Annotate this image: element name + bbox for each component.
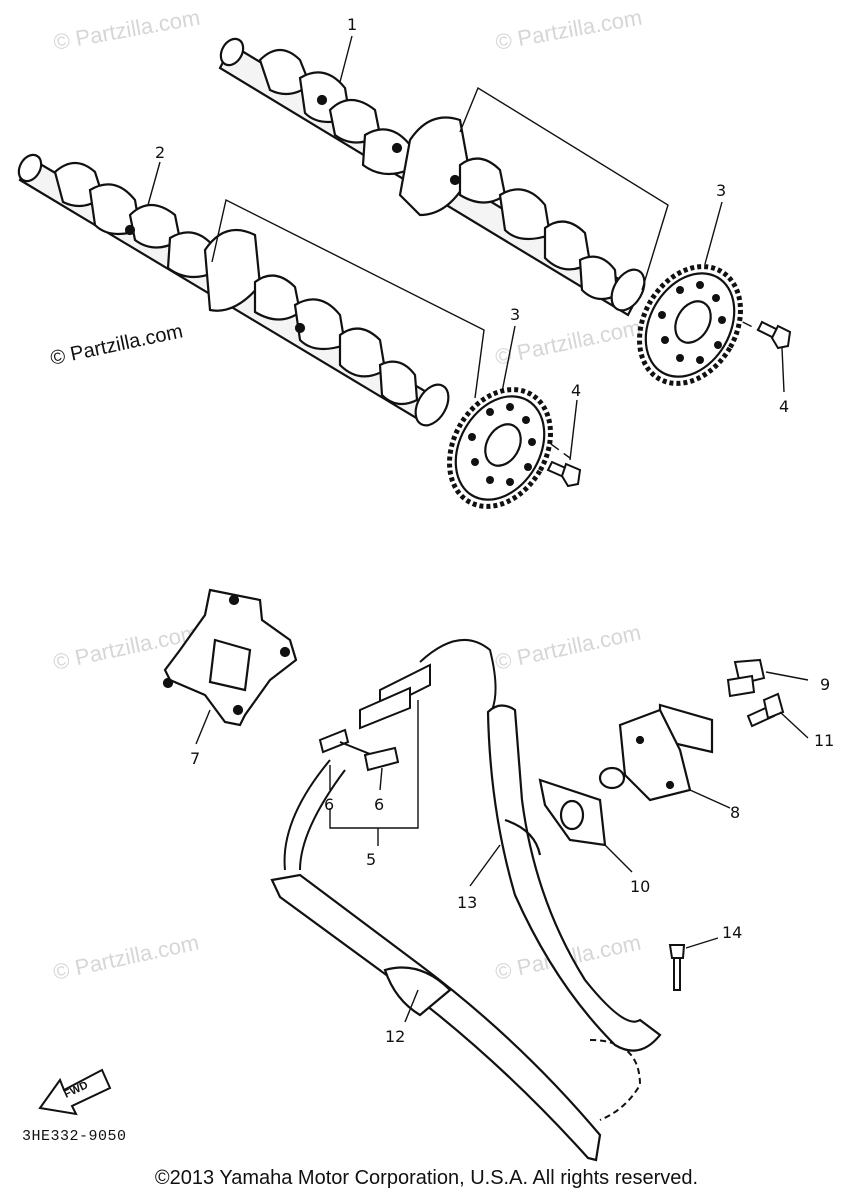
tensioner-gasket[interactable] — [538, 778, 607, 847]
leader-lines — [147, 35, 809, 1023]
callout-13: 13 — [457, 893, 477, 912]
tensioner-cap-bolt[interactable] — [726, 658, 766, 698]
cam-chain[interactable] — [283, 638, 642, 1121]
callout-labels: 1 2 3 3 4 4 5 6 6 7 8 9 10 11 12 13 14 — [155, 15, 834, 1046]
watermark: © Partzilla.com — [493, 620, 643, 675]
callout-3-upper: 3 — [716, 181, 726, 200]
callout-2: 2 — [155, 143, 165, 162]
callout-9: 9 — [820, 675, 830, 694]
watermark: © Partzilla.com — [52, 5, 202, 55]
forward-arrow-icon: FWD — [38, 1068, 112, 1116]
cam-sprocket-lower[interactable] — [429, 371, 571, 524]
callout-7: 7 — [190, 749, 200, 768]
callout-10: 10 — [630, 877, 650, 896]
watermarks: © Partzilla.com © Partzilla.com © Partzi… — [48, 5, 643, 985]
callout-3-lower: 3 — [510, 305, 520, 324]
callout-6-left: 6 — [324, 795, 334, 814]
callout-5: 5 — [366, 850, 376, 869]
camshaft-1[interactable] — [216, 35, 651, 317]
watermark: © Partzilla.com — [494, 5, 644, 55]
chain-joint-link[interactable] — [318, 728, 400, 772]
diagram-code: 3HE332-9050 — [22, 1128, 127, 1145]
chain-guide-13[interactable] — [486, 704, 662, 1052]
callout-14: 14 — [722, 923, 742, 942]
watermark: © Partzilla.com — [51, 930, 201, 985]
callout-1: 1 — [347, 15, 357, 34]
callout-11: 11 — [814, 731, 834, 750]
watermark: © Partzilla.com — [48, 320, 184, 370]
chain-guide-upper[interactable] — [162, 588, 298, 727]
callout-4-upper: 4 — [779, 397, 789, 416]
guide-bolt[interactable] — [668, 944, 686, 991]
cam-chain-tensioner[interactable] — [598, 703, 714, 802]
callout-6-right: 6 — [374, 795, 384, 814]
sprocket-bolt-upper[interactable] — [756, 320, 792, 350]
copyright-notice: ©2013 Yamaha Motor Corporation, U.S.A. A… — [154, 1167, 699, 1189]
sprocket-bolt-lower[interactable] — [546, 460, 582, 488]
cam-sprocket-upper[interactable] — [619, 248, 761, 401]
callout-12: 12 — [385, 1027, 405, 1046]
tensioner-mount-bolt[interactable] — [746, 692, 785, 728]
callout-4-lower: 4 — [571, 381, 581, 400]
camshaft-2[interactable] — [14, 151, 455, 431]
callout-8: 8 — [730, 803, 740, 822]
